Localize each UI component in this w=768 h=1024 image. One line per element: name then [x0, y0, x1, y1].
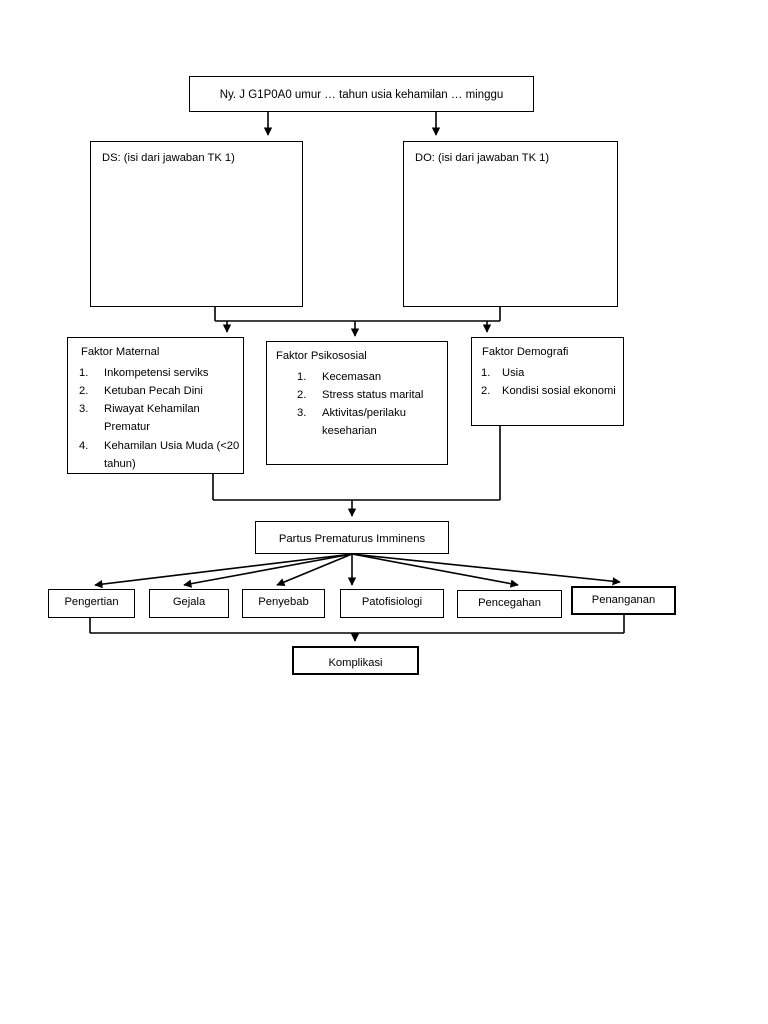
- node-faktor-psikososial: Faktor Psikososial 1. Kecemasan 2. Stres…: [266, 341, 448, 465]
- node-aspect-pencegahan: Pencegahan: [457, 590, 562, 618]
- edge-partus-to-penyebab: [276, 553, 353, 586]
- list-marker: 4.: [79, 439, 89, 452]
- node-aspect-patofisiologi: Patofisiologi: [340, 589, 444, 618]
- faktor-demografi-list: 1. Usia 2. Kondisi sosial ekonomi: [481, 364, 621, 400]
- list-marker: 1.: [481, 367, 491, 379]
- list-marker: 3.: [79, 403, 89, 416]
- list-item: 3. Riwayat Kehamilan Prematur: [79, 400, 241, 436]
- list-item: 3. Aktivitas/perilaku keseharian: [297, 404, 447, 440]
- edge-partus-to-pencegahan: [351, 553, 519, 588]
- node-diagnosis-partus: Partus Prematurus Imminens: [255, 521, 449, 554]
- patient-label: Ny. J G1P0A0 umur … tahun usia kehamilan…: [219, 89, 504, 101]
- list-marker: 3.: [297, 407, 307, 420]
- node-subjective-data: DS: (isi dari jawaban TK 1): [90, 141, 303, 307]
- node-aspect-pengertian: Pengertian: [48, 589, 135, 618]
- node-objective-data: DO: (isi dari jawaban TK 1): [403, 141, 618, 307]
- node-aspect-gejala: Gejala: [149, 589, 229, 618]
- node-aspect-penanganan: Penanganan: [571, 586, 676, 615]
- list-marker: 1.: [79, 367, 89, 379]
- faktor-psikososial-list: 1. Kecemasan 2. Stress status marital 3.…: [297, 368, 447, 441]
- list-item: 1. Usia: [481, 364, 621, 382]
- aspect-label: Penyebab: [258, 596, 309, 608]
- subjective-label: DS: (isi dari jawaban TK 1): [102, 152, 235, 164]
- node-aspect-penyebab: Penyebab: [242, 589, 325, 618]
- faktor-maternal-heading: Faktor Maternal: [81, 346, 160, 358]
- edge-partus-to-penanganan: [351, 553, 621, 586]
- aspect-label: Pencegahan: [478, 597, 541, 609]
- node-outcome-komplikasi: Komplikasi: [292, 646, 419, 675]
- list-item: 4. Kehamilan Usia Muda (<20 tahun): [79, 437, 241, 473]
- list-item: 2. Kondisi sosial ekonomi: [481, 382, 621, 400]
- faktor-psikososial-heading: Faktor Psikososial: [276, 350, 367, 362]
- faktor-demografi-heading: Faktor Demografi: [482, 346, 569, 358]
- list-item: 1. Inkompetensi serviks: [79, 364, 241, 382]
- list-marker: 1.: [297, 371, 307, 383]
- list-marker: 2.: [481, 385, 491, 398]
- aspect-label: Pengertian: [64, 596, 119, 608]
- edge-partus-to-gejala: [183, 553, 353, 588]
- aspect-label: Gejala: [172, 596, 206, 608]
- objective-label: DO: (isi dari jawaban TK 1): [415, 152, 550, 164]
- aspect-label: Patofisiologi: [361, 596, 423, 608]
- aspect-label: Penanganan: [591, 594, 656, 606]
- diagnosis-label: Partus Prematurus Imminens: [278, 533, 426, 545]
- list-item: 2. Ketuban Pecah Dini: [79, 382, 241, 400]
- node-faktor-demografi: Faktor Demografi 1. Usia 2. Kondisi sosi…: [471, 337, 624, 426]
- list-item: 1. Kecemasan: [297, 368, 447, 386]
- faktor-maternal-list: 1. Inkompetensi serviks 2. Ketuban Pecah…: [79, 364, 241, 473]
- outcome-label: Komplikasi: [328, 657, 383, 669]
- list-marker: 2.: [79, 385, 89, 398]
- list-item: 2. Stress status marital: [297, 386, 447, 404]
- edge-partus-to-pengertian: [94, 553, 353, 589]
- node-patient: Ny. J G1P0A0 umur … tahun usia kehamilan…: [189, 76, 534, 112]
- list-marker: 2.: [297, 389, 307, 402]
- node-faktor-maternal: Faktor Maternal 1. Inkompetensi serviks …: [67, 337, 244, 474]
